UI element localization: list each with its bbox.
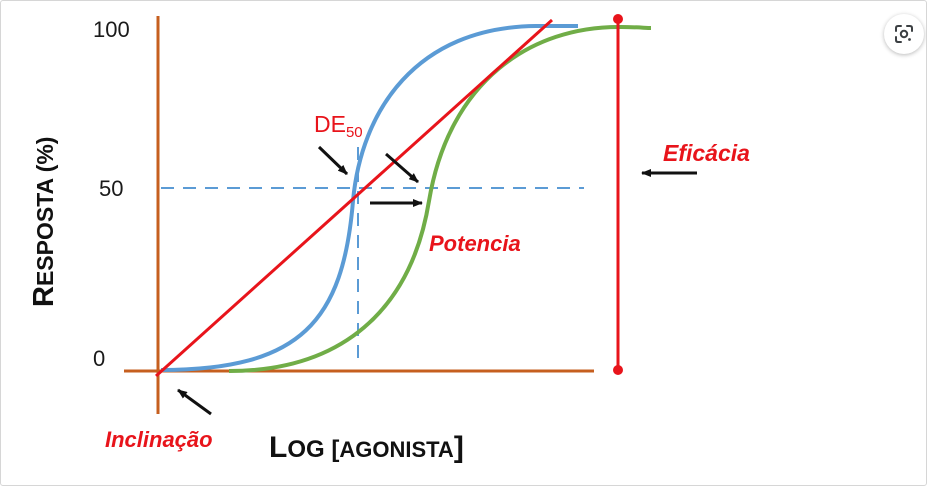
y-tick-50: 50	[99, 176, 123, 201]
x-axis-title-part2: AGONISTA	[339, 437, 454, 462]
blue-dose-response-curve	[160, 24, 578, 372]
green-dose-response-curve	[228, 24, 652, 373]
efficacy-top-dot	[613, 14, 623, 24]
slope-line	[154, 18, 554, 378]
y-axis-title-initial: R	[28, 286, 60, 307]
x-axis-title-initial: L	[269, 431, 287, 464]
google-lens-icon	[895, 25, 913, 43]
eficacia-label: Eficácia	[663, 140, 750, 166]
y-tick-100: 100	[93, 17, 130, 42]
y-axis-title: RESPOSTA (%)	[28, 137, 60, 307]
de50-main: DE	[314, 111, 346, 137]
de50-label: DE50	[314, 111, 363, 141]
slope-arrow	[177, 388, 212, 416]
lens-search-button[interactable]	[884, 14, 924, 54]
green-midpoint-arrow	[385, 152, 419, 184]
efficacy-bottom-dot	[613, 365, 623, 375]
inclinacao-label: Inclinação	[105, 427, 213, 452]
de50-subscript: 50	[346, 124, 363, 141]
y-tick-0: 0	[93, 346, 105, 371]
y-axis-title-rest: ESPOSTA (%)	[32, 137, 58, 287]
ed50-arrow	[317, 145, 349, 176]
x-axis-title-part3: ]	[454, 431, 464, 464]
x-axis-title: LOG [AGONISTA]	[269, 431, 464, 464]
x-axis-title-part1: OG [	[287, 436, 339, 463]
potencia-label: Potencia	[429, 231, 521, 256]
